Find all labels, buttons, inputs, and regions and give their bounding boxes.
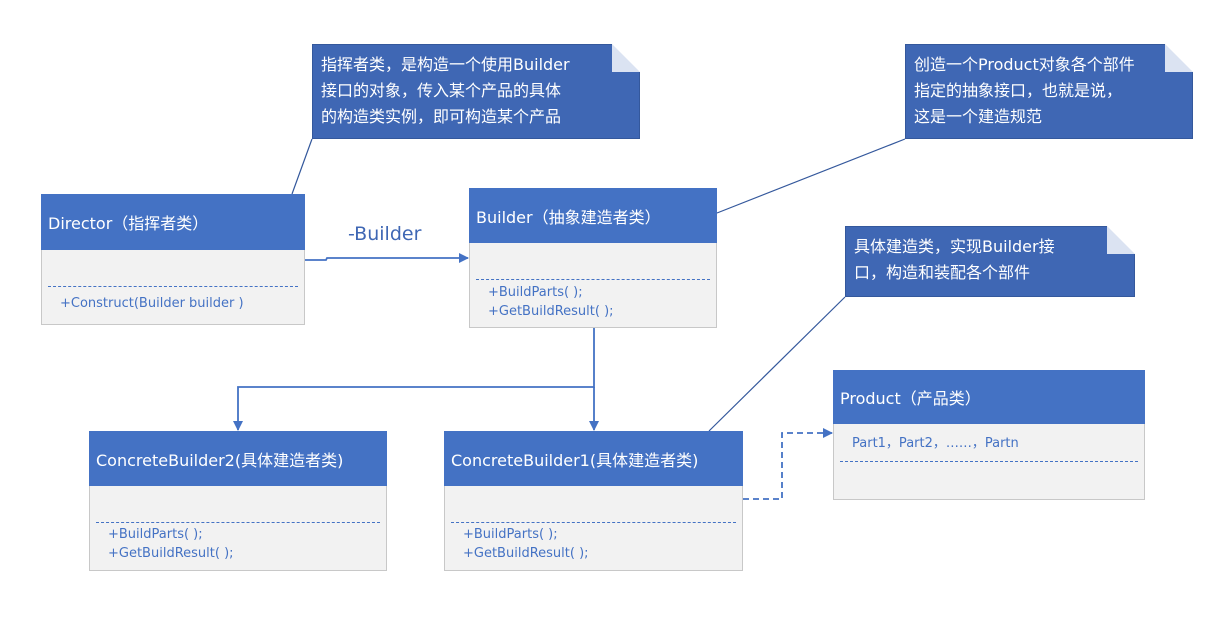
class-title: ConcreteBuilder2(具体建造者类): [96, 450, 344, 470]
class-title: ConcreteBuilder1(具体建造者类): [451, 450, 699, 470]
builder-class[interactable]: Builder（抽象建造者类） +BuildParts( ); +GetBuil…: [469, 188, 717, 328]
association-label: -Builder: [348, 223, 422, 245]
note-line: 具体建造类，实现Builder接: [854, 237, 1055, 256]
compartment-divider: [476, 279, 710, 280]
note-line: 指定的抽象接口，也就是说，: [914, 81, 1123, 100]
class-attribute: Part1，Part2，……，Partn: [852, 436, 1019, 451]
note-fold-corner: [1165, 44, 1193, 72]
class-body: +BuildParts( ); +GetBuildResult( );: [444, 486, 743, 571]
class-header: ConcreteBuilder1(具体建造者类): [444, 431, 743, 486]
class-header: ConcreteBuilder2(具体建造者类): [89, 431, 387, 486]
product-class[interactable]: Product（产品类） Part1，Part2，……，Partn: [833, 370, 1145, 500]
note-line: 口，构造和装配各个部件: [854, 263, 1031, 282]
note-line: 接口的对象，传入某个产品的具体: [321, 81, 562, 100]
note-line: 的构造类实例，即可构造某个产品: [321, 107, 562, 126]
dependency-line: [743, 428, 833, 500]
class-title: Product（产品类）: [840, 389, 981, 408]
concrete-note-tail: [708, 296, 846, 432]
note-fold-corner: [612, 44, 640, 72]
class-title: Director（指挥者类）: [48, 214, 209, 233]
class-operation: +GetBuildResult( );: [488, 304, 614, 319]
class-body: Part1，Part2，……，Partn: [833, 424, 1145, 500]
class-body: +BuildParts( ); +GetBuildResult( );: [469, 243, 717, 328]
class-header: Director（指挥者类）: [41, 194, 305, 250]
note-line: 创造一个Product对象各个部件: [914, 55, 1135, 74]
note-fold-corner: [1107, 226, 1135, 254]
concrete-builder2-class[interactable]: ConcreteBuilder2(具体建造者类) +BuildParts( );…: [89, 431, 387, 571]
class-header: Product（产品类）: [833, 370, 1145, 424]
compartment-divider: [451, 522, 736, 523]
compartment-divider: [840, 461, 1138, 462]
builder-note-tail: [716, 138, 906, 214]
note-line: 这是一个建造规范: [914, 107, 1043, 126]
director-note-tail: [291, 138, 313, 195]
concrete-builder-note: 具体建造类，实现Builder接 口，构造和装配各个部件: [845, 226, 1135, 297]
concrete-builder1-class[interactable]: ConcreteBuilder1(具体建造者类) +BuildParts( );…: [444, 431, 743, 571]
director-note: 指挥者类，是构造一个使用Builder 接口的对象，传入某个产品的具体 的构造类…: [312, 44, 640, 139]
class-operation: +GetBuildResult( );: [108, 546, 234, 561]
class-operation: +GetBuildResult( );: [463, 546, 589, 561]
class-operation: +BuildParts( );: [463, 527, 558, 542]
compartment-divider: [96, 522, 380, 523]
class-operation: +Construct(Builder builder ): [60, 296, 244, 311]
association-line: [305, 253, 469, 263]
class-body: +BuildParts( ); +GetBuildResult( );: [89, 486, 387, 571]
compartment-divider: [48, 286, 298, 287]
builder-note: 创造一个Product对象各个部件 指定的抽象接口，也就是说， 这是一个建造规范: [905, 44, 1193, 139]
class-header: Builder（抽象建造者类）: [469, 188, 717, 243]
class-operation: +BuildParts( );: [488, 285, 583, 300]
class-operation: +BuildParts( );: [108, 527, 203, 542]
class-title: Builder（抽象建造者类）: [476, 207, 661, 227]
director-class[interactable]: Director（指挥者类） +Construct(Builder builde…: [41, 194, 305, 325]
builder-to-concrete2-line: [233, 386, 594, 431]
note-line: 指挥者类，是构造一个使用Builder: [321, 55, 570, 74]
class-body: +Construct(Builder builder ): [41, 250, 305, 325]
